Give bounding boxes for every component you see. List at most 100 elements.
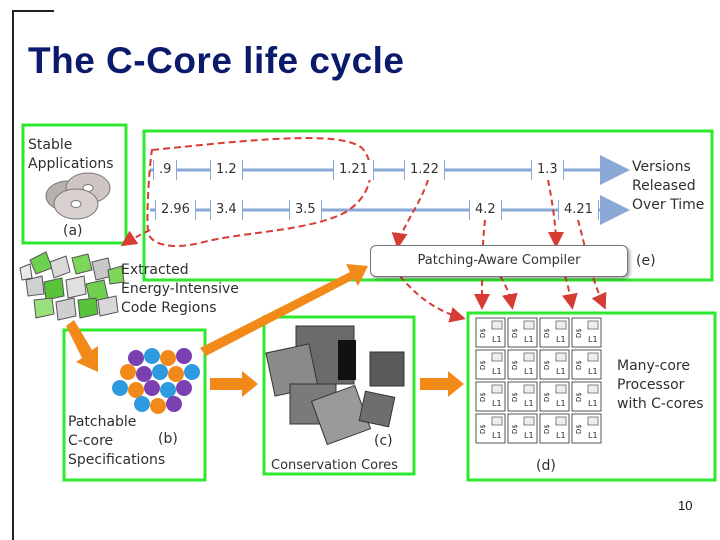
version-r2-3: 4.2 xyxy=(469,200,502,220)
dashed-arrow-compiler-d2 xyxy=(561,275,578,310)
extracted-label: Extracted Energy-Intensive Code Regions xyxy=(121,261,239,318)
orange-arrow-to-compiler xyxy=(200,264,368,356)
processor-tile: L1 D$ xyxy=(475,349,506,380)
panel-d-line1: Many-core xyxy=(617,358,690,374)
processor-tile: L1 D$ xyxy=(539,317,570,348)
version-r1-4: 1.3 xyxy=(531,160,564,180)
dashed-arrow-to-extracted xyxy=(120,229,151,247)
patching-aware-compiler-box: Patching-Aware Compiler xyxy=(370,245,628,277)
tile-l1-label: L1 xyxy=(492,431,502,440)
processor-tile: L1D$ xyxy=(475,381,506,412)
tile-l1-label: L1 xyxy=(556,399,566,408)
panel-a-tag: (a) xyxy=(63,223,83,239)
slide-title: The C-Core life cycle xyxy=(28,40,405,81)
panel-b-label: Patchable C-core Specifications xyxy=(68,413,165,470)
version-r1-2: 1.21 xyxy=(333,160,374,180)
tile-dcache-label: D$ xyxy=(511,328,519,338)
code-fragments-icon xyxy=(19,251,125,321)
processor-tile: L1 D$ xyxy=(507,413,538,444)
tile-dcache-label: D$ xyxy=(543,360,551,370)
dashed-arrow-extracted-d xyxy=(399,275,466,323)
tile-dcache-label: D$ xyxy=(575,360,583,370)
tile-dcache-label: D$ xyxy=(575,392,583,402)
tile-l1-label: L1 xyxy=(588,335,598,344)
version-r1-3: 1.22 xyxy=(404,160,445,180)
panel-a-line2: Applications xyxy=(28,156,114,172)
version-r2-0: 2.96 xyxy=(155,200,196,220)
tile-dcache-label: D$ xyxy=(511,424,519,434)
tile-l1-label: L1 xyxy=(588,367,598,376)
panel-c-label: Conservation Cores xyxy=(271,458,398,473)
panel-a-line1: Stable xyxy=(28,137,73,153)
processor-tile: L1 D$ xyxy=(507,381,538,412)
cd-stack-icon xyxy=(45,172,111,220)
panel-b-box xyxy=(62,328,207,482)
tile-dcache-label: D$ xyxy=(543,392,551,402)
dashed-arrow-compiler-d1 xyxy=(499,275,518,310)
tile-dcache-label: D$ xyxy=(479,360,487,370)
tile-l1-label: L1 xyxy=(556,431,566,440)
tile-dcache-label: D$ xyxy=(479,328,487,338)
panel-c-box xyxy=(262,315,416,476)
panel-d-line3: with C-cores xyxy=(617,396,704,412)
panel-e-box xyxy=(142,129,714,282)
extracted-line2: Energy-Intensive xyxy=(121,281,239,297)
conservation-core-images xyxy=(265,325,405,446)
orange-arrow-c-to-d xyxy=(420,371,464,397)
processor-tile: L1D$ xyxy=(539,349,570,380)
processor-tile: L1 D$ xyxy=(571,317,602,348)
version-r2-2: 3.5 xyxy=(289,200,322,220)
panel-d-box xyxy=(466,311,717,482)
processor-tile: L1 D$ xyxy=(571,349,602,380)
tile-l1-label: L1 xyxy=(556,335,566,344)
slide-frame-top xyxy=(12,10,54,12)
panel-b-tag: (b) xyxy=(158,431,178,447)
timeline-legend-line3: Over Time xyxy=(632,197,705,213)
panel-a-label: Stable Applications xyxy=(28,136,114,174)
panel-b-line1: Patchable xyxy=(68,414,137,430)
dashed-arrow-122-compiler xyxy=(391,179,429,249)
tile-dcache-label: D$ xyxy=(543,328,551,338)
processor-tile: L1 D$ xyxy=(475,413,506,444)
tile-l1-label: L1 xyxy=(588,399,598,408)
panel-d-line2: Processor xyxy=(617,377,685,393)
orange-arrow-b-to-c xyxy=(210,371,258,397)
tile-l1-label: L1 xyxy=(524,399,534,408)
version-r2-4: 4.21 xyxy=(558,200,599,220)
processor-tile: L1 D$ xyxy=(507,317,538,348)
puzzle-pieces-icon xyxy=(112,348,200,414)
panel-c-tag: (c) xyxy=(374,433,393,449)
timeline-legend: Versions Released Over Time xyxy=(632,158,704,215)
tile-l1-label: L1 xyxy=(524,335,534,344)
processor-tile: L1 D$ xyxy=(507,349,538,380)
tile-dcache-label: D$ xyxy=(479,424,487,434)
panel-d-tag: (d) xyxy=(536,458,556,474)
panel-a-box xyxy=(21,123,128,245)
panel-b-line2: C-core xyxy=(68,433,114,449)
tile-dcache-label: D$ xyxy=(543,424,551,434)
tile-dcache-label: D$ xyxy=(511,392,519,402)
page-number: 10 xyxy=(678,498,693,513)
tile-l1-label: L1 xyxy=(524,431,534,440)
tile-l1-label: L1 xyxy=(492,335,502,344)
tile-dcache-label: D$ xyxy=(511,360,519,370)
tile-l1-label: L1 xyxy=(492,367,502,376)
orange-arrow-extracted-to-b xyxy=(66,320,98,372)
tile-dcache-label: D$ xyxy=(575,424,583,434)
processor-tile: L1 D$ xyxy=(475,317,506,348)
processor-tile: L1 D$ xyxy=(539,381,570,412)
version-r2-1: 3.4 xyxy=(210,200,243,220)
extracted-line1: Extracted xyxy=(121,262,189,278)
processor-tile: L1D$ xyxy=(571,413,602,444)
version-r1-0: .9 xyxy=(153,160,178,180)
slide-frame-left xyxy=(12,10,14,540)
tile-l1-label: L1 xyxy=(524,367,534,376)
timeline-legend-line2: Released xyxy=(632,178,696,194)
processor-tile: L1 D$ xyxy=(571,381,602,412)
processor-tile-grid: L1D$L1D$L1D$L1D$L1D$L1D$L1D$L1D$L1D$L1D$… xyxy=(475,317,602,444)
panel-d-label: Many-core Processor with C-cores xyxy=(617,357,704,414)
version-r1-1: 1.2 xyxy=(210,160,243,180)
tile-dcache-label: D$ xyxy=(575,328,583,338)
extracted-line3: Code Regions xyxy=(121,300,217,316)
version-group-dashed xyxy=(146,137,372,247)
